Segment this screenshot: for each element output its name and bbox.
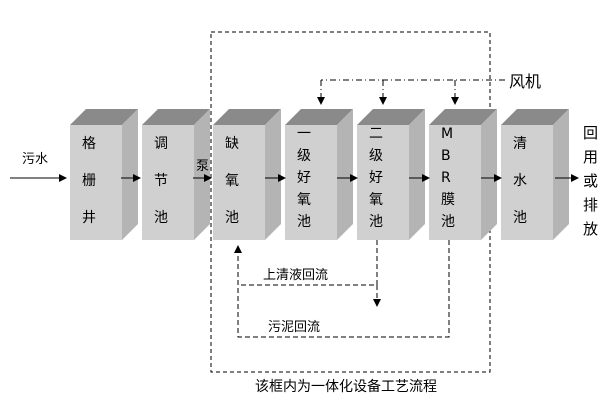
outlet-label-char: 排	[583, 196, 598, 214]
tank-top-face	[142, 109, 210, 125]
tank-label-char: 节	[154, 173, 168, 189]
tank-label-char: 水	[513, 173, 527, 189]
tank-side-face	[553, 109, 569, 240]
blower-label: 风机	[509, 72, 541, 91]
tank-top-face	[429, 109, 497, 125]
tank-top-face	[501, 109, 569, 125]
tank-label-char: 氧	[369, 192, 383, 208]
tank-grille-well: 格栅井	[70, 109, 138, 240]
tank-label-char: 池	[154, 210, 168, 226]
tank-equalization-tank: 调节池	[142, 109, 210, 240]
tank-front-face	[429, 125, 481, 240]
tank-label-char: 池	[513, 210, 527, 226]
tank-label-char: 栅	[82, 173, 96, 189]
tank-front-face	[142, 125, 194, 240]
tank-label-char: R	[441, 170, 451, 186]
tank-label-char: 好	[297, 170, 311, 186]
tank-label-char: 二	[369, 126, 383, 142]
tank-label-char: 调	[154, 136, 168, 152]
tank-top-face	[285, 109, 353, 125]
tank-front-face	[285, 125, 337, 240]
tank-label-char: 好	[369, 170, 383, 186]
tank-side-face	[194, 109, 210, 240]
tank-side-face	[337, 109, 353, 240]
outlet-label-char: 用	[583, 148, 598, 166]
tank-label-char: 池	[225, 210, 239, 226]
tank-label-char: 池	[441, 214, 455, 230]
tank-label-char: 池	[297, 214, 311, 230]
tank-label-char: 级	[297, 148, 311, 164]
tank-label-char: M	[441, 126, 453, 142]
tank-label-char: 一	[297, 126, 311, 142]
tank-side-face	[122, 109, 138, 240]
tank-label-char: B	[441, 148, 451, 164]
tank-label-char: 格	[82, 136, 96, 152]
tank-front-face	[70, 125, 122, 240]
tank-side-face	[265, 109, 281, 240]
sludge-return-line	[237, 240, 450, 338]
tank-front-face	[501, 125, 553, 240]
tank-side-face	[409, 109, 425, 240]
tank-anoxic-tank: 缺氧池	[213, 109, 281, 240]
supernatant-return-label: 上清液回流	[263, 268, 328, 283]
tank-clear-water-tank: 清水池	[501, 109, 569, 240]
tank-side-face	[481, 109, 497, 240]
tank-label-char: 池	[369, 214, 383, 230]
outlet-label-char: 或	[583, 172, 598, 190]
tank-front-face	[357, 125, 409, 240]
tank-top-face	[357, 109, 425, 125]
tank-label-char: 井	[82, 210, 96, 226]
tank-label-char: 缺	[225, 136, 239, 152]
sludge-return-label: 污泥回流	[268, 320, 320, 335]
tank-front-face	[213, 125, 265, 240]
outlet-label-char: 放	[583, 220, 598, 238]
tank-top-face	[213, 109, 281, 125]
tank-label-char: 级	[369, 148, 383, 164]
frame-caption: 该框内为一体化设备工艺流程	[255, 378, 437, 395]
pump-label: 泵	[196, 159, 209, 174]
inlet-label: 污水	[22, 152, 48, 167]
tank-label-char: 氧	[225, 173, 239, 189]
tank-label-char: 氧	[297, 192, 311, 208]
tank-label-char: 膜	[441, 192, 455, 208]
outlet-label-char: 回	[583, 124, 598, 142]
tank-top-face	[70, 109, 138, 125]
tank-label-char: 清	[513, 136, 527, 152]
